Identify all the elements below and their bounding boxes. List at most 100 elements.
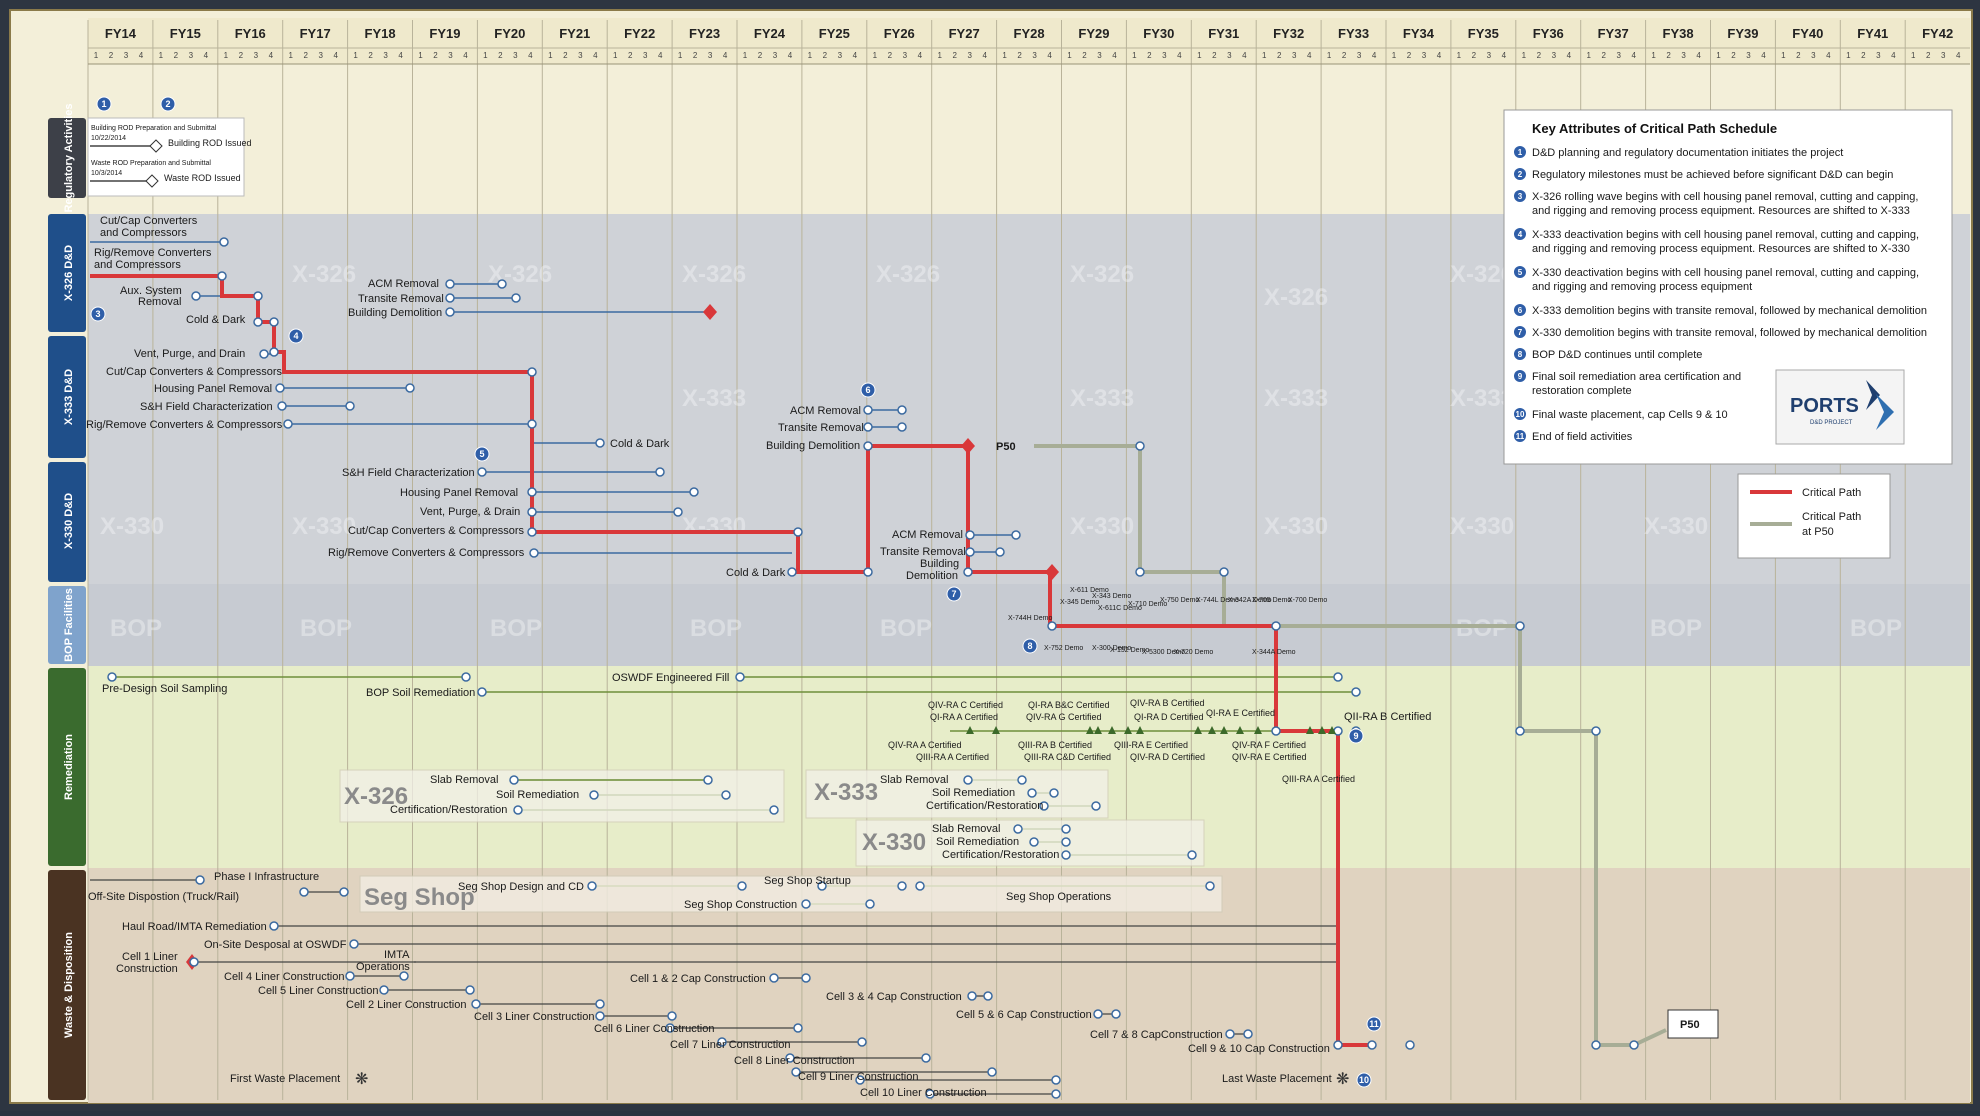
task-node xyxy=(737,881,747,891)
certification-marker xyxy=(1328,726,1336,734)
task-node xyxy=(793,1023,803,1033)
key-marker-number: 10 xyxy=(1516,410,1525,419)
watermark-bop: BOP xyxy=(690,615,742,642)
quarter-label: 1 xyxy=(1392,51,1397,60)
step-marker-number: 10 xyxy=(1359,1075,1369,1085)
quarter-label: 1 xyxy=(1002,51,1007,60)
certification-label: QIII-RA B Certified xyxy=(1018,740,1092,750)
task-node xyxy=(1629,1040,1639,1050)
task-node xyxy=(1135,441,1145,451)
watermark-bop: BOP xyxy=(1850,615,1902,642)
quarter-label: 3 xyxy=(383,51,388,60)
task-node xyxy=(983,991,993,1001)
key-marker xyxy=(1514,304,1526,316)
task-node xyxy=(1243,1029,1253,1039)
task-node xyxy=(703,775,713,785)
key-marker xyxy=(1514,168,1526,180)
quarter-label: 1 xyxy=(937,51,942,60)
quarter-label: 4 xyxy=(1956,51,1961,60)
seg-shop-box xyxy=(359,875,1223,913)
task-node xyxy=(667,1011,677,1021)
x330-slab-label: Slab Removal xyxy=(932,823,1000,835)
quarter-label: 2 xyxy=(1926,51,1931,60)
task-node xyxy=(1051,1089,1061,1099)
certification-label: QI-RA E Certified xyxy=(1206,708,1275,718)
fiscal-year-label: FY15 xyxy=(170,26,201,41)
x326-labels: Cut/Cap Converters and Compressors Rig/R… xyxy=(94,215,444,326)
quarter-label: 2 xyxy=(628,51,633,60)
quarter-label: 3 xyxy=(1097,51,1102,60)
watermark-x330: X-330 xyxy=(1450,513,1514,540)
ports-logo-chevron xyxy=(1876,394,1894,430)
key-item-text: and rigging and removing process equipme… xyxy=(1532,243,1910,255)
building-rod-milestone xyxy=(149,139,163,153)
quarter-label: 2 xyxy=(1017,51,1022,60)
x326-bldg-demo-label: Building Demolition xyxy=(348,307,442,319)
quarter-label: 2 xyxy=(823,51,828,60)
task-node xyxy=(689,487,699,497)
legend-p50-label: Critical Path xyxy=(1802,511,1861,523)
row-label-x326: X-326 D&D xyxy=(63,245,75,301)
quarter-label: 2 xyxy=(693,51,698,60)
x333-cert-label: Certification/Restoration xyxy=(926,800,1043,812)
x326-cutcap-label: Cut/Cap Converters xyxy=(100,215,198,227)
watermark-x333: X-333 xyxy=(1070,385,1134,412)
quarter-label: 4 xyxy=(333,51,338,60)
task-node xyxy=(721,790,731,800)
watermark-x326: X-326 xyxy=(1070,261,1134,288)
row-tab-waste xyxy=(48,870,86,1100)
key-marker-number: 5 xyxy=(1518,268,1523,277)
key-marker xyxy=(1514,348,1526,360)
fiscal-year-label: FY39 xyxy=(1727,26,1758,41)
task-node xyxy=(527,507,537,517)
task-node xyxy=(527,367,537,377)
task-node xyxy=(497,279,507,289)
task-node xyxy=(275,383,285,393)
task-node xyxy=(801,973,811,983)
watermark-x330: X-330 xyxy=(292,513,356,540)
certification-label: QI-RA D Certified xyxy=(1134,712,1204,722)
x333-rig-label: Rig/Remove Converters & Compressors xyxy=(86,419,283,431)
fiscal-year-label: FY34 xyxy=(1403,26,1435,41)
task-node xyxy=(995,547,1005,557)
cap12-label: Cell 1 & 2 Cap Construction xyxy=(630,973,766,985)
building-rod-prep-label: Building ROD Preparation and Submittal xyxy=(91,125,217,132)
x326-remediation-title: X-326 xyxy=(344,783,408,810)
task-node xyxy=(269,317,279,327)
x326-cold-dark-label: Cold & Dark xyxy=(186,314,246,326)
bop-demo-label: X-750 Demo xyxy=(1160,597,1199,604)
step-marker xyxy=(160,96,176,112)
certification-label: QIII-RA E Certified xyxy=(1114,740,1188,750)
task-node xyxy=(587,881,597,891)
quarter-label: 1 xyxy=(808,51,813,60)
key-marker xyxy=(1514,146,1526,158)
fiscal-year-label: FY38 xyxy=(1663,26,1694,41)
watermark-x326: X-326 xyxy=(1264,284,1328,311)
task-node xyxy=(349,939,359,949)
fiscal-year-label: FY19 xyxy=(429,26,460,41)
x326-rig-label: and Compressors xyxy=(94,259,181,271)
step-marker xyxy=(860,382,876,398)
first-waste-label: First Waste Placement xyxy=(230,1073,340,1085)
fiscal-year-label: FY33 xyxy=(1338,26,1369,41)
task-node xyxy=(897,422,907,432)
bop-soil-label: BOP Soil Remediation xyxy=(366,687,475,699)
step-marker-number: 11 xyxy=(1369,1019,1379,1029)
x333-p50-label: P50 xyxy=(996,441,1016,453)
bop-demo-label: X-5300 Demo xyxy=(1142,649,1185,656)
fiscal-year-label: FY37 xyxy=(1598,26,1629,41)
key-item-text: Final waste placement, cap Cells 9 & 10 xyxy=(1532,409,1728,421)
quarter-label: 1 xyxy=(1197,51,1202,60)
task-node xyxy=(345,971,355,981)
key-item-text: and rigging and removing process equipme… xyxy=(1532,281,1752,293)
task-node xyxy=(465,985,475,995)
key-item-text: X-330 demolition begins with transite re… xyxy=(1532,327,1927,339)
task-node xyxy=(461,672,471,682)
task-node xyxy=(863,405,873,415)
step-marker xyxy=(1348,728,1364,744)
x326-acm-label: ACM Removal xyxy=(368,278,439,290)
task-node xyxy=(1367,1040,1377,1050)
quarter-label: 1 xyxy=(224,51,229,60)
key-marker-number: 4 xyxy=(1518,230,1523,239)
